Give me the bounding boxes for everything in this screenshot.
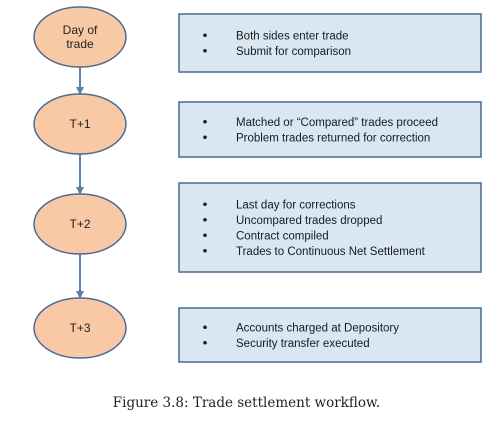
bullet-item: Accounts charged at Depository [236,322,399,334]
bullet-dot [203,135,207,140]
stage-ellipse [33,93,127,155]
bullet-item: Trades to Continuous Net Settlement [236,246,426,258]
stage-ellipse [33,193,127,255]
stage-detail-box [178,182,482,273]
bullet-item: Problem trades returned for correction [236,132,430,144]
stage-label: T+1 [69,117,90,131]
stage-label: T+2 [69,217,90,231]
bullet-dot [203,217,207,222]
bullet-item: Contract compiled [236,230,329,242]
stage-detail-box [178,307,482,363]
bullet-item: Submit for comparison [236,46,351,58]
figure-caption: Figure 3.8: Trade settlement workflow. [112,395,381,411]
bullet-dot [203,48,207,53]
stage-ellipse [33,297,127,359]
stage-ellipse [33,6,127,68]
stage-group: T+3 Accounts charged at DepositorySecurit… [33,297,482,363]
bullet-item: Both sides enter trade [236,30,349,42]
bullet-dot [203,248,207,253]
stage-group: T+1 Matched or “Compared” trades proceedP… [33,93,482,158]
bullet-dot [203,340,207,345]
stage-label: Day of [63,23,98,37]
bullet-dot [203,233,207,238]
bullet-item: Last day for corrections [236,199,356,211]
bullet-item: Uncompared trades dropped [236,215,382,227]
stage-detail-box [178,13,482,73]
bullet-dot [203,33,207,38]
bullet-dot [203,325,207,330]
bullet-dot [203,119,207,124]
stage-label: T+3 [69,321,90,335]
stage-label: trade [66,37,94,51]
bullet-dot [203,202,207,207]
stage-detail-box [178,101,482,158]
bullet-item: Matched or “Compared” trades proceed [236,117,438,129]
bullet-item: Security transfer executed [236,338,370,350]
